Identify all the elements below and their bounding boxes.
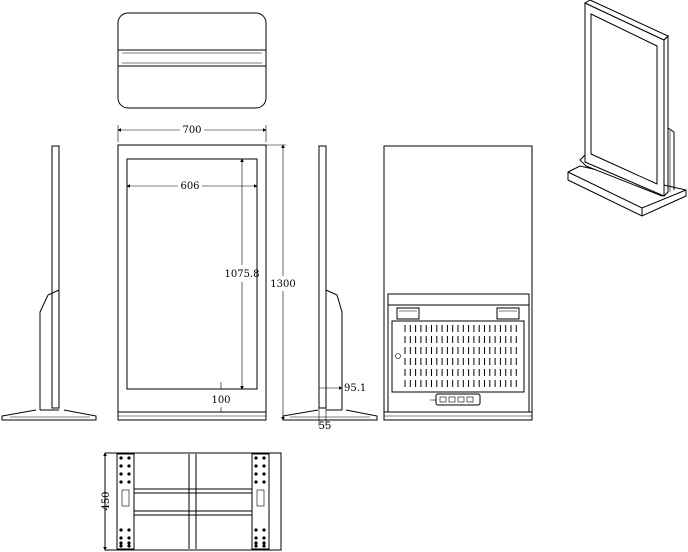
- dim-label-1075-8: 1075.8: [225, 269, 260, 280]
- bolt-hole: [127, 541, 131, 545]
- bolt-hole: [119, 541, 123, 545]
- bolt-hole: [127, 472, 131, 476]
- bolt-hole: [127, 456, 131, 460]
- dim-label-95-1: 95.1: [344, 383, 366, 394]
- bolt-hole: [254, 544, 258, 548]
- bolt-hole: [119, 544, 123, 548]
- base-bolt-holes: [119, 456, 266, 548]
- bolt-hole: [127, 480, 131, 484]
- bolt-hole: [262, 528, 266, 532]
- bolt-hole: [254, 541, 258, 545]
- bolt-hole: [127, 528, 131, 532]
- vent-slots: [404, 325, 517, 387]
- dim-label-55: 55: [319, 421, 332, 432]
- bolt-hole: [119, 456, 123, 460]
- dim-total-width: 700: [117, 125, 267, 142]
- bottom-view: [104, 452, 282, 551]
- bolt-hole: [262, 472, 266, 476]
- rear-view: [383, 145, 533, 421]
- rear-handle-right: [496, 307, 520, 320]
- dim-base-depth: 450: [101, 452, 112, 551]
- bolt-hole: [254, 456, 258, 460]
- bolt-hole: [119, 480, 123, 484]
- dim-label-606: 606: [180, 181, 199, 192]
- dim-label-450: 450: [101, 491, 112, 510]
- bolt-hole: [119, 472, 123, 476]
- bolt-hole: [127, 536, 131, 540]
- bolt-hole: [262, 480, 266, 484]
- vent-panel: [391, 320, 525, 393]
- dim-label-700: 700: [182, 125, 201, 136]
- bolt-hole: [262, 536, 266, 540]
- bolt-hole: [254, 480, 258, 484]
- rear-handle-left: [396, 307, 420, 320]
- dim-label-1300: 1300: [270, 279, 295, 290]
- bolt-hole: [119, 464, 123, 468]
- bolt-hole: [262, 464, 266, 468]
- dim-bottom-margin: 100: [211, 395, 231, 412]
- bolt-hole: [119, 536, 123, 540]
- bolt-hole: [254, 528, 258, 532]
- bolt-hole: [119, 528, 123, 532]
- bolt-hole: [262, 544, 266, 548]
- dim-label-100: 100: [211, 395, 230, 406]
- dim-panel-thickness: 55: [319, 408, 332, 432]
- bolt-hole: [254, 472, 258, 476]
- right-side-view: [282, 145, 378, 421]
- bolt-hole: [127, 544, 131, 548]
- front-view: [117, 144, 267, 421]
- top-view: [117, 12, 267, 109]
- bolt-hole: [254, 536, 258, 540]
- dim-screen-width: 606: [126, 181, 258, 192]
- left-side-view: [1, 145, 97, 421]
- bolt-hole: [127, 464, 131, 468]
- bolt-hole: [254, 464, 258, 468]
- dim-screen-height: 1075.8: [225, 158, 260, 390]
- dim-side-depth: 95.1: [319, 383, 366, 394]
- bolt-hole: [262, 456, 266, 460]
- dim-total-height: 1300: [266, 144, 296, 421]
- isometric-view: [567, 0, 687, 217]
- bolt-hole: [262, 541, 266, 545]
- io-panel: [435, 393, 481, 406]
